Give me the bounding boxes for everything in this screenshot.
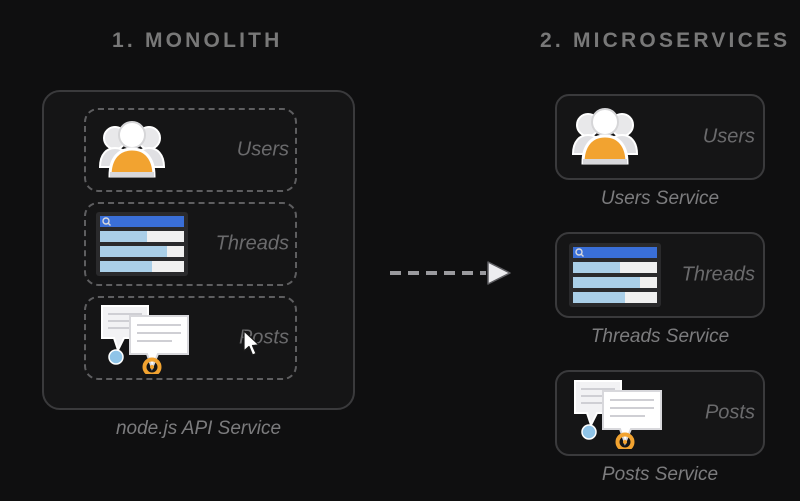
heading-monolith: 1. MONOLITH — [112, 29, 283, 52]
users-group-icon-svg — [571, 108, 639, 165]
service-card-users[interactable]: Users — [555, 94, 765, 180]
dashed-right-arrow-icon-svg — [390, 261, 511, 285]
service-label-threads: Threads — [681, 263, 755, 286]
service-card-threads[interactable]: Threads — [555, 232, 765, 318]
service-caption-threads: Threads Service — [590, 326, 730, 347]
module-label-threads: Threads — [215, 232, 289, 255]
threads-list-icon-svg — [569, 243, 661, 307]
threads-list-icon-svg — [96, 212, 188, 276]
dashed-right-arrow-icon — [388, 261, 512, 285]
monolith-module-users[interactable]: Users — [84, 108, 297, 192]
service-card-posts[interactable]: Posts — [555, 370, 765, 456]
threads-list-icon — [96, 212, 188, 276]
module-label-users: Users — [236, 138, 289, 161]
service-label-posts: Posts — [704, 401, 755, 424]
monolith-caption: node.js API Service — [115, 418, 282, 439]
posts-speech-bubbles-icon — [569, 377, 669, 449]
monolith-container: Users Threads — [42, 90, 355, 410]
monolith-module-posts[interactable]: Posts — [84, 296, 297, 380]
service-caption-posts: Posts Service — [601, 464, 719, 485]
posts-speech-bubbles-icon — [96, 302, 196, 374]
users-group-icon — [96, 119, 168, 181]
users-group-icon-svg — [98, 121, 166, 178]
service-label-users: Users — [702, 125, 755, 148]
service-caption-users: Users Service — [600, 188, 720, 209]
posts-speech-bubbles-icon-svg — [574, 380, 662, 449]
heading-microservices: 2. MICROSERVICES — [540, 29, 791, 52]
module-label-posts: Posts — [238, 326, 289, 349]
users-group-icon — [569, 106, 641, 168]
threads-list-icon — [569, 243, 661, 307]
monolith-module-threads[interactable]: Threads — [84, 202, 297, 286]
posts-speech-bubbles-icon-svg — [101, 305, 189, 374]
